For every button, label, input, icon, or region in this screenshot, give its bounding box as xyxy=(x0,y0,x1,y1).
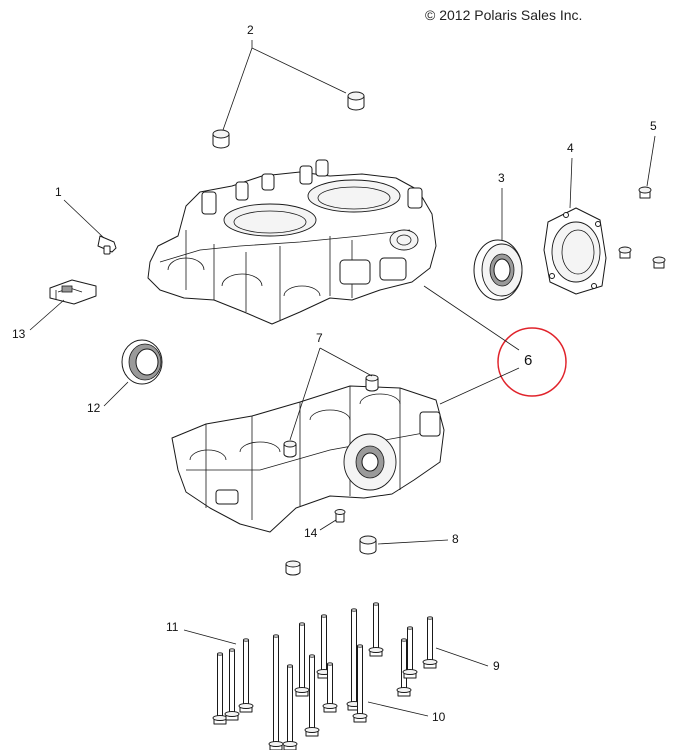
svg-text:9: 9 xyxy=(493,659,500,673)
callout-5: 5 xyxy=(646,119,657,187)
bolt xyxy=(422,616,438,669)
callout-13: 13 xyxy=(12,299,65,341)
bolt xyxy=(352,644,368,723)
svg-text:1: 1 xyxy=(55,185,62,199)
bolt xyxy=(268,634,284,750)
part-1-fitting[interactable] xyxy=(97,235,117,255)
bolt xyxy=(396,638,412,697)
part-3-seal[interactable] xyxy=(473,239,523,301)
callout-14: 14 xyxy=(304,519,337,540)
svg-text:2: 2 xyxy=(247,23,254,37)
upper-crankcase[interactable] xyxy=(147,159,437,325)
bolt xyxy=(282,664,298,750)
svg-text:8: 8 xyxy=(452,532,459,546)
part-8-dowel[interactable] xyxy=(285,535,377,576)
copyright-text: © 2012 Polaris Sales Inc. xyxy=(425,7,582,23)
svg-text:11: 11 xyxy=(166,620,179,634)
callout-11: 11 xyxy=(166,620,237,645)
part-12-oil-seal[interactable] xyxy=(121,339,163,385)
part-2-dowel-pins[interactable] xyxy=(212,91,365,149)
svg-text:14: 14 xyxy=(304,526,318,540)
callout-6[interactable]: 6 xyxy=(423,285,567,405)
part-14-screw[interactable] xyxy=(334,509,346,523)
part-4-cover-plate[interactable] xyxy=(543,207,607,295)
svg-text:4: 4 xyxy=(567,141,574,155)
svg-text:13: 13 xyxy=(12,327,26,341)
part-13-bracket[interactable] xyxy=(49,279,97,305)
callout-12: 12 xyxy=(87,381,129,415)
callout-3: 3 xyxy=(498,171,505,240)
svg-text:7: 7 xyxy=(316,331,323,345)
bolt xyxy=(238,638,254,713)
bolt xyxy=(322,662,338,713)
callout-8: 8 xyxy=(377,532,459,546)
svg-text:10: 10 xyxy=(432,710,446,724)
callout-2: 2 xyxy=(222,23,347,131)
svg-text:6: 6 xyxy=(524,352,532,369)
callout-1: 1 xyxy=(55,185,105,239)
svg-text:3: 3 xyxy=(498,171,505,185)
part-5-screws[interactable] xyxy=(618,186,666,269)
lower-crankcase[interactable] xyxy=(171,374,445,533)
bolt xyxy=(212,652,228,725)
bolt-set[interactable] xyxy=(212,602,438,750)
svg-text:5: 5 xyxy=(650,119,657,133)
callout-7: 7 xyxy=(289,331,373,441)
bolt xyxy=(304,654,320,737)
callout-10: 10 xyxy=(367,701,446,724)
bolt xyxy=(368,602,384,657)
callout-4: 4 xyxy=(567,141,574,209)
bolt xyxy=(402,626,418,679)
bolt xyxy=(224,648,240,721)
svg-text:12: 12 xyxy=(87,401,101,415)
callout-9: 9 xyxy=(435,647,500,673)
bolt xyxy=(294,622,310,697)
